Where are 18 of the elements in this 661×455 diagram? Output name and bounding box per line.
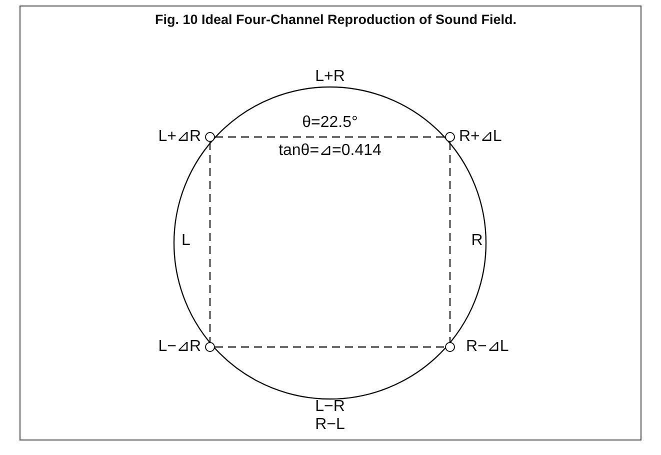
figure-title: Fig. 10 Ideal Four-Channel Reproduction of Sound Field. (155, 12, 517, 27)
diagram-label: L (180, 232, 192, 250)
dashed-line (215, 136, 445, 138)
channel-label: R+⊿L (459, 128, 502, 146)
channel-label: L+⊿R (158, 128, 201, 146)
speaker-position-marker (445, 132, 455, 142)
diagram-label: R (470, 232, 484, 250)
dashed-line (215, 346, 445, 348)
channel-label: L−⊿R (158, 338, 201, 356)
channel-label: R−⊿L (466, 338, 509, 356)
dashed-line (209, 142, 211, 342)
diagram-label: L−R (314, 398, 346, 416)
speaker-position-marker (445, 342, 455, 352)
speaker-position-marker (205, 132, 215, 142)
dashed-line (449, 142, 451, 342)
speaker-position-marker (205, 342, 215, 352)
diagram-label: R−L (314, 416, 346, 434)
diagram-label: L+R (314, 68, 346, 86)
